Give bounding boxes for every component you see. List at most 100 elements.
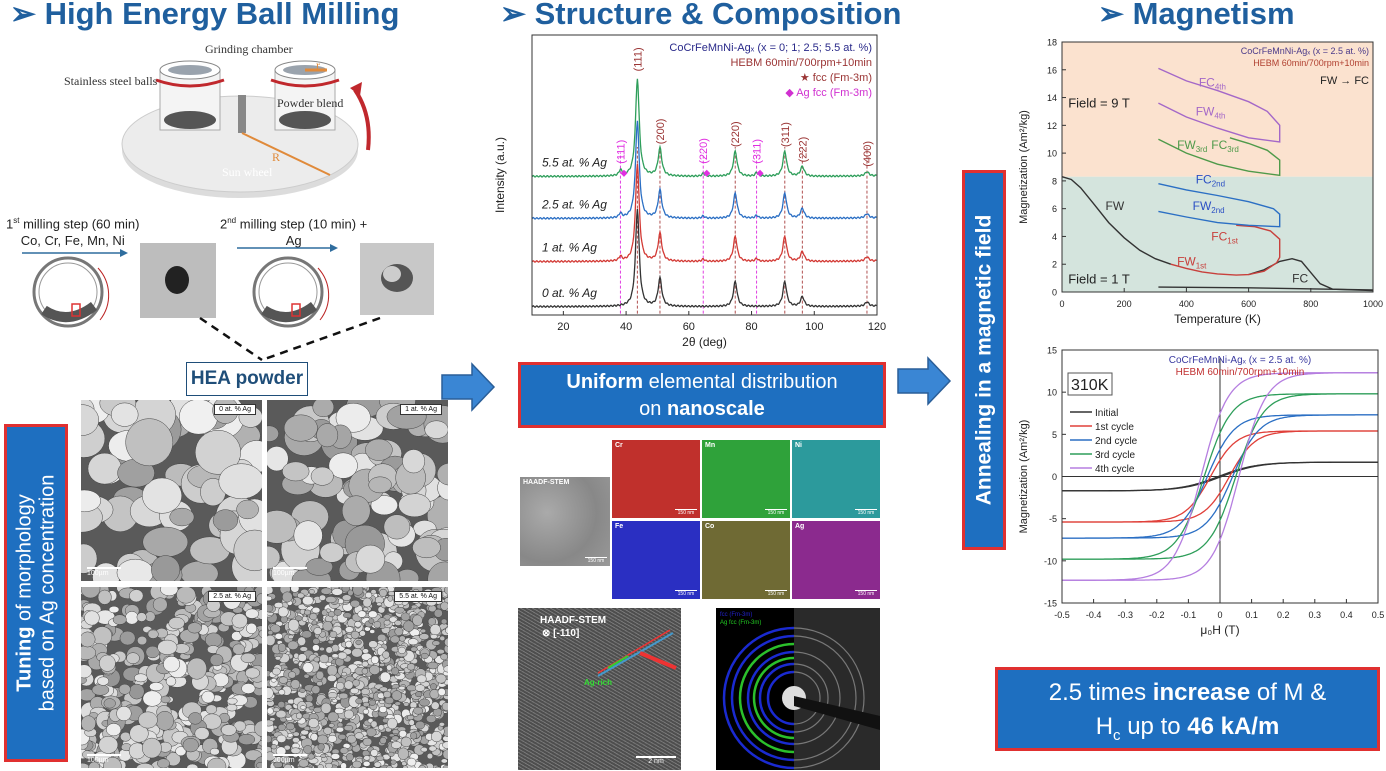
- sem-particle: [362, 701, 370, 708]
- sem-particle: [303, 745, 313, 754]
- sem-particle: [341, 594, 352, 601]
- sem-particle: [254, 720, 262, 737]
- sem-particle: [320, 753, 327, 758]
- field-label: Field = 1 T: [1068, 272, 1130, 287]
- sem-particle: [379, 686, 388, 692]
- legend-entry: 1st cycle: [1095, 422, 1134, 433]
- sem-particle: [91, 684, 110, 696]
- sem-particle: [134, 673, 148, 683]
- sem-particle: [328, 723, 335, 728]
- curve-annotation: FC2nd: [1196, 173, 1225, 189]
- sem-particle: [310, 466, 334, 486]
- sem-particle: [442, 765, 448, 768]
- sem-particle: [98, 735, 119, 754]
- sem-particle: [186, 763, 199, 768]
- sem-particle: [370, 720, 378, 728]
- sem-particle: [427, 661, 439, 670]
- sem-particle: [362, 648, 369, 654]
- sem-particle: [125, 418, 174, 467]
- sem-particle: [97, 589, 112, 605]
- sem-particle: [293, 660, 299, 665]
- sem-particle: [414, 684, 426, 692]
- sem-particle: [311, 685, 321, 694]
- curve-annotation: FW2nd: [1193, 199, 1225, 215]
- sem-particle: [362, 607, 369, 612]
- saed-rings: [722, 608, 880, 770]
- sem-particle: [267, 735, 273, 743]
- sem-particle: [369, 664, 381, 675]
- sem-particle: [346, 753, 354, 762]
- sem-particle: [275, 709, 287, 719]
- sem-particle: [378, 705, 388, 713]
- sem-particle: [373, 621, 382, 629]
- sem-particle: [336, 722, 344, 728]
- sem-particle: [387, 595, 394, 602]
- mh-branch-ascending: [1062, 414, 1378, 539]
- sem-particle: [267, 425, 279, 442]
- mh-branch-ascending: [1062, 393, 1378, 560]
- curve-annotation: FC: [1292, 271, 1308, 285]
- sem-particle: [283, 764, 293, 768]
- sem-particle: [379, 588, 388, 597]
- sem-particle: [377, 633, 387, 642]
- sem-particle: [209, 747, 220, 756]
- legend-entry: Initial: [1095, 408, 1118, 419]
- y-tick-label: -5: [1049, 514, 1057, 524]
- sem-particle: [410, 732, 418, 740]
- sem-particle: [256, 592, 262, 605]
- sem-particle: [293, 520, 323, 551]
- sem-particle: [92, 626, 113, 646]
- sem-particle: [106, 723, 122, 737]
- sem-particle: [402, 449, 426, 474]
- sem-particle: [325, 661, 332, 667]
- sem-particle: [419, 633, 430, 640]
- sem-particle: [267, 707, 274, 715]
- sem-particle: [320, 587, 332, 595]
- sem-particle: [331, 653, 339, 659]
- sem-particle: [168, 617, 185, 630]
- sem-particle: [390, 759, 397, 765]
- milling-step-1: 1st milling step (60 min)Co, Cr, Fe, Mn,…: [6, 216, 140, 249]
- series-label: 5.5 at. % Ag: [542, 156, 607, 170]
- sem-particle: [341, 495, 371, 527]
- sem-particle: [302, 662, 314, 674]
- sem-particle: [290, 587, 300, 593]
- sem-particle: [292, 731, 300, 737]
- sem-particle: [138, 711, 158, 729]
- sem-particle: [327, 674, 337, 682]
- sem-particle: [373, 761, 382, 768]
- sem-particle: [346, 734, 357, 744]
- section-title-structure: ➢ Structure & Composition: [500, 0, 902, 31]
- sem-particle: [343, 709, 354, 720]
- sem-particle: [220, 724, 237, 736]
- sem-particle: [339, 747, 349, 754]
- jar-left: [155, 60, 225, 131]
- sem-particle: [440, 653, 448, 661]
- annotation-text: FC: [1196, 173, 1212, 187]
- sem-particle: [355, 698, 363, 705]
- ag-peak-marker: [620, 169, 628, 177]
- curve-annotation: FC1st: [1211, 230, 1238, 246]
- sem-particle: [361, 661, 369, 668]
- sem-particle: [188, 712, 203, 725]
- sem-particle: [267, 687, 274, 699]
- sem-particle: [287, 640, 299, 650]
- powder-blend-label: Powder blend: [277, 96, 344, 110]
- sem-particle: [439, 635, 446, 641]
- sem-particle: [97, 676, 110, 686]
- x-axis-label: Temperature (K): [1174, 312, 1261, 326]
- sem-particle: [309, 612, 318, 621]
- mt-series-fw: [1061, 176, 1172, 265]
- series-label: 2.5 at. % Ag: [541, 198, 607, 212]
- sem-particle: [209, 653, 224, 667]
- legend-title: CoCrFeMnNi-Agₓ (x = 2.5 at. %): [1169, 355, 1312, 366]
- y-tick-label: 16: [1047, 65, 1057, 75]
- x-tick-label: 60: [683, 321, 695, 333]
- sem-particle: [136, 612, 147, 622]
- sem-particle: [317, 743, 325, 751]
- sem-particle: [125, 611, 139, 625]
- sem-particle: [406, 714, 415, 721]
- sem-particle: [145, 645, 160, 659]
- sem-particle: [157, 758, 170, 768]
